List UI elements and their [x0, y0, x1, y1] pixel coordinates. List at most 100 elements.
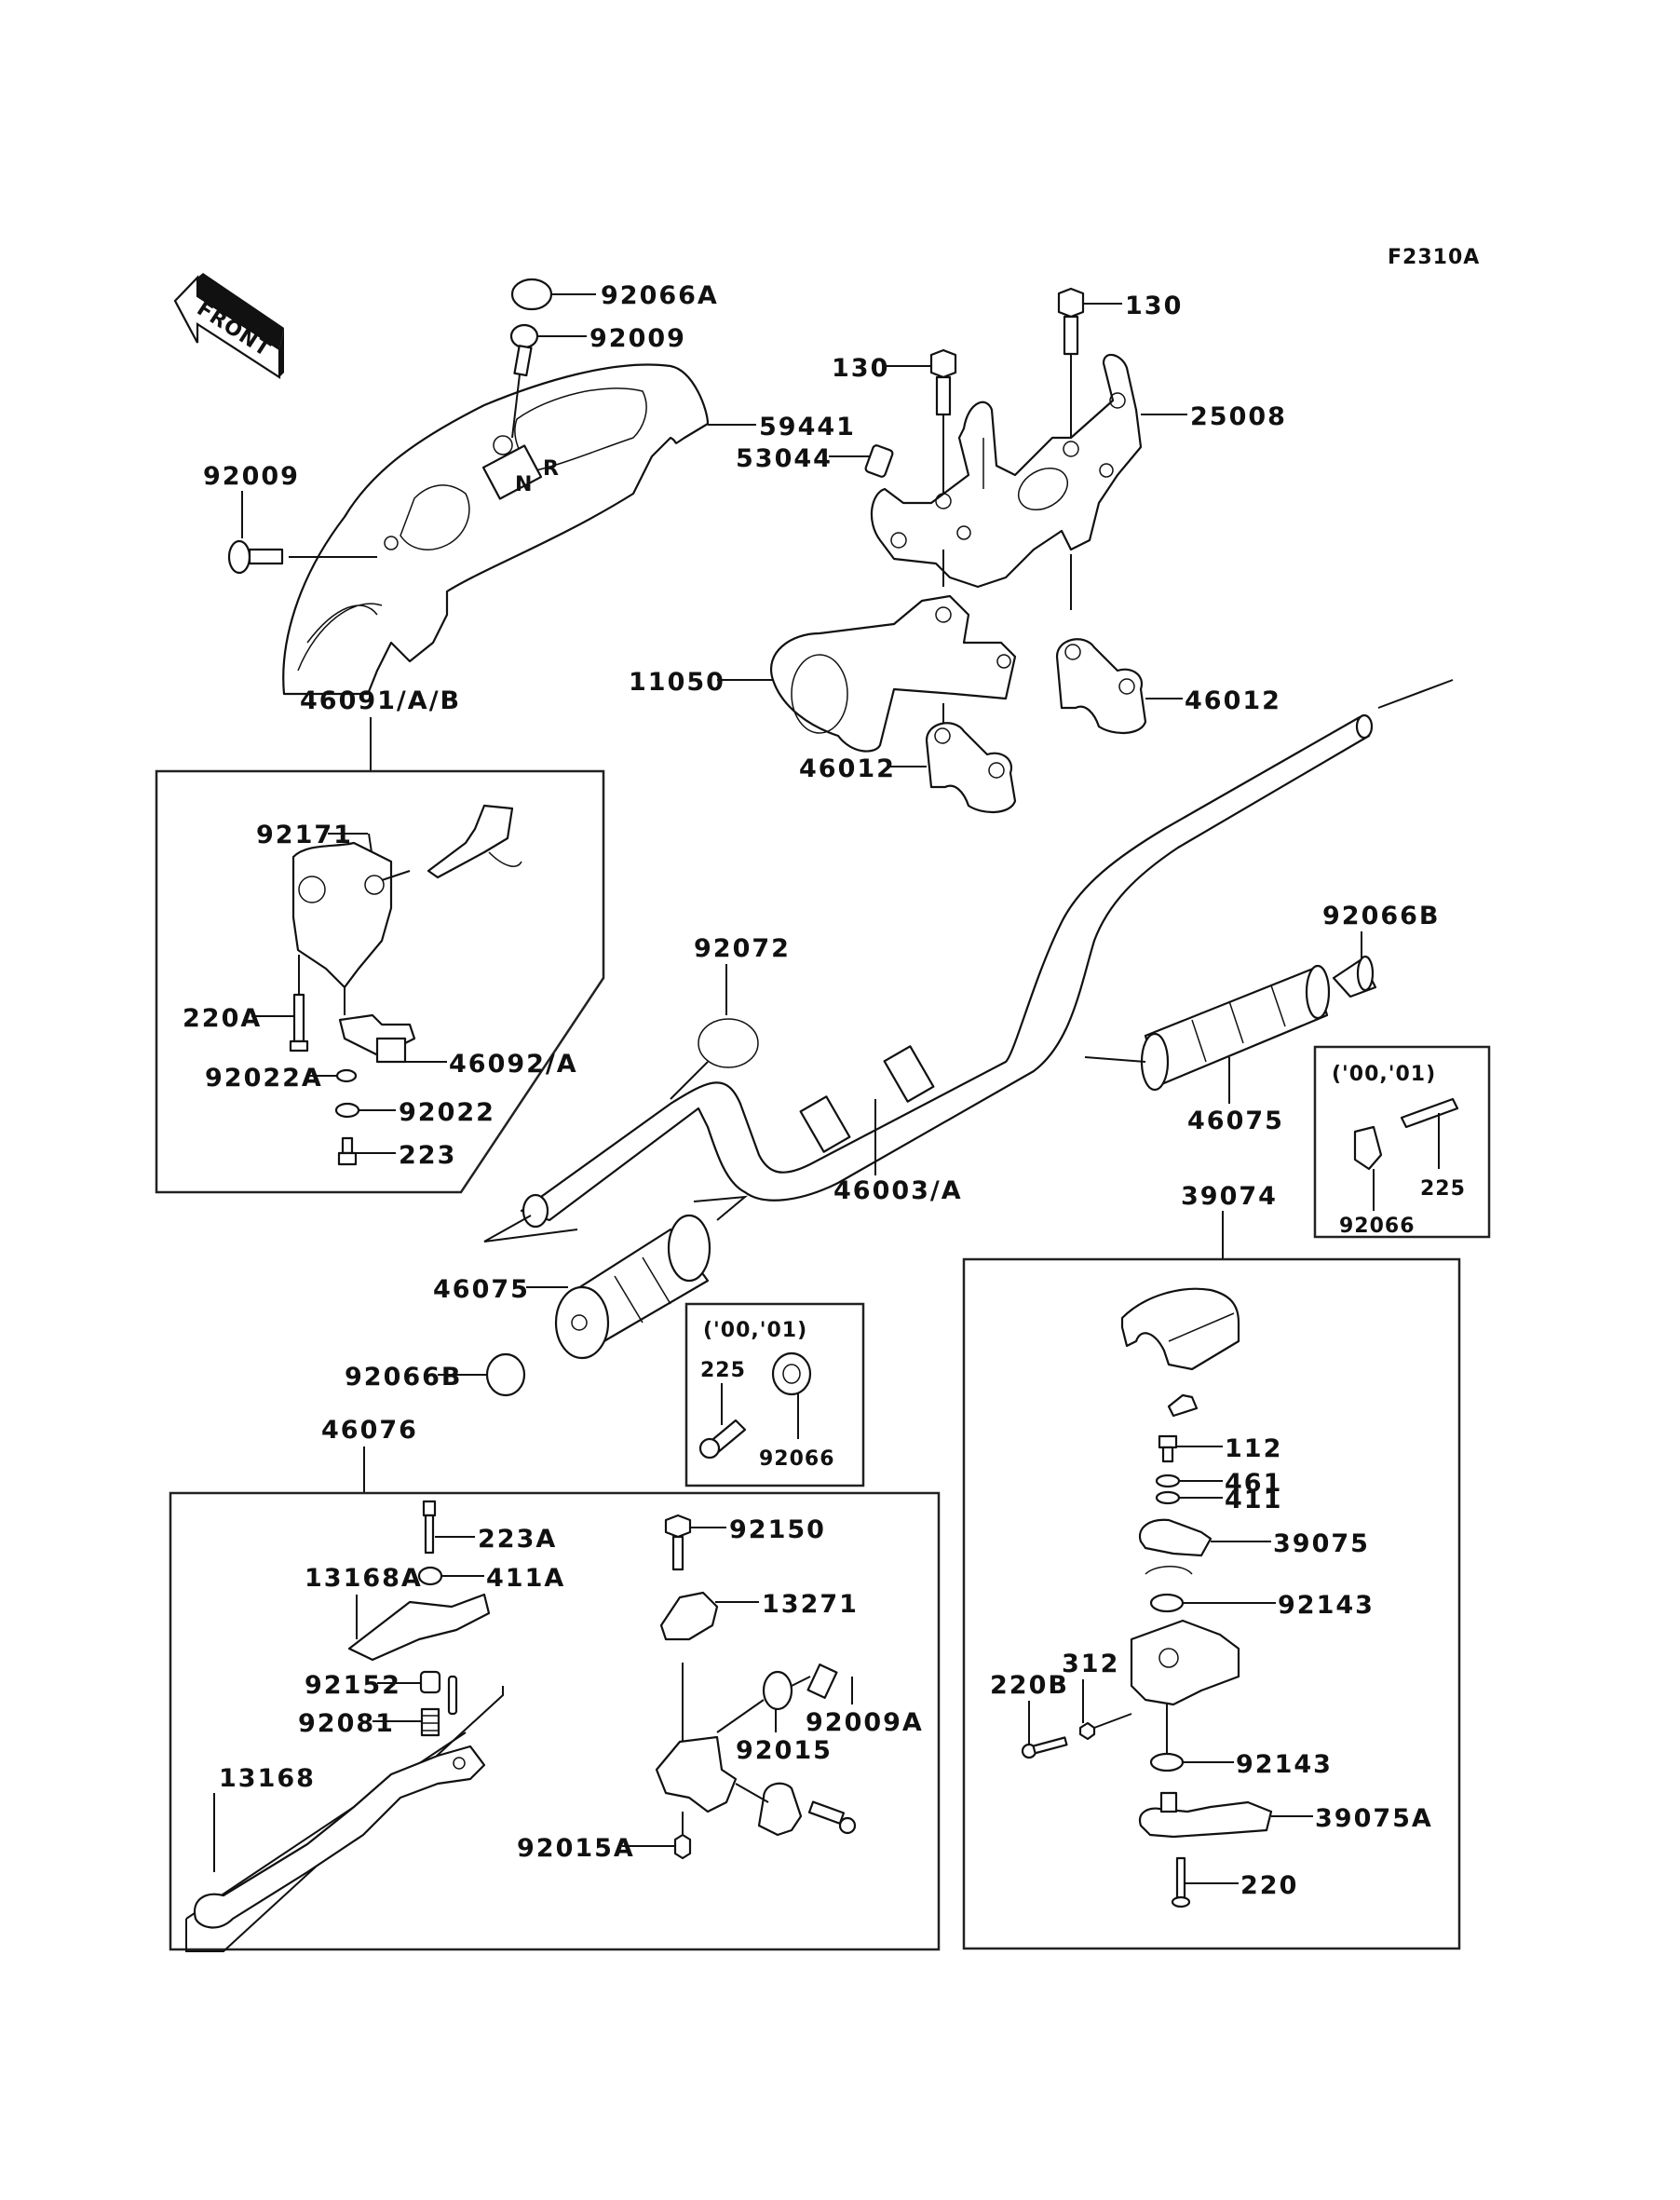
handlebar-part-46003: 46003/A	[483, 679, 1454, 1243]
label-92066B-left: 92066B	[345, 1363, 463, 1392]
clip-part	[1167, 1393, 1199, 1418]
label-92022A: 92022A	[205, 1064, 323, 1093]
lever-part-13168: 13168	[185, 1675, 504, 1952]
label-53044: 53044	[736, 444, 833, 473]
label-411: 411	[1225, 1486, 1282, 1514]
lever-part-46092: 46092/A	[338, 987, 578, 1079]
label-92171: 92171	[256, 821, 353, 849]
label-39075: 39075	[1273, 1529, 1370, 1558]
cover-part-59441: N R	[282, 363, 710, 696]
label-92009-left: 92009	[203, 462, 300, 491]
label-92081: 92081	[298, 1709, 395, 1738]
screw-part-223A: 223A	[422, 1500, 557, 1555]
screw-part-92009-left: 92009	[203, 462, 377, 575]
screw-part-92009A: 92009A	[791, 1664, 924, 1737]
label-92066B-right: 92066B	[1322, 902, 1441, 930]
bolt-part-130-top: 130	[1057, 287, 1183, 449]
nut-part-411A: 411A	[417, 1564, 563, 1593]
label-312: 312	[1062, 1650, 1119, 1678]
assembly-box-46076	[169, 1491, 941, 1951]
label-46012-left: 46012	[799, 754, 896, 783]
screw-part-92009-top: 92009	[509, 323, 684, 439]
bolt-part-92150: 92150	[664, 1514, 826, 1571]
bushing-part-92152: 92152	[305, 1670, 441, 1700]
seal-part-92143-top: 92143	[1149, 1591, 1375, 1620]
switch-housing-part	[291, 804, 522, 989]
label-130-left: 130	[832, 354, 889, 383]
washer-part-92022: 92022	[334, 1098, 495, 1127]
nut-part-92015A: 92015A	[517, 1833, 692, 1863]
label-92009A: 92009A	[806, 1708, 924, 1737]
label-92015: 92015	[736, 1736, 833, 1765]
label-92150: 92150	[729, 1515, 826, 1544]
assembly-box-46091	[155, 769, 605, 1194]
label-92066A: 92066A	[601, 281, 719, 310]
label-220B: 220B	[990, 1671, 1069, 1700]
clamp-part-92072: 92072	[670, 934, 789, 1100]
label-13168: 13168	[219, 1764, 316, 1793]
label-112: 112	[1225, 1434, 1282, 1463]
label-223A: 223A	[478, 1525, 557, 1554]
screw-part-220: 220	[1171, 1856, 1298, 1908]
label-13271: 13271	[762, 1590, 859, 1619]
label-461: 461	[1225, 1469, 1282, 1498]
label-13168A: 13168A	[305, 1564, 423, 1593]
spring-part-throttle	[1145, 1566, 1193, 1575]
label-220: 220	[1240, 1871, 1298, 1900]
cap-part-92066B-right: 92066B	[1322, 902, 1441, 998]
label-46012-right: 46012	[1185, 686, 1281, 715]
washer-part-92022A: 92022A	[205, 1064, 358, 1093]
label-92022: 92022	[399, 1098, 495, 1127]
seal-part-92143-bottom: 92143	[1149, 1750, 1333, 1779]
spring-part-92081: 92081	[298, 1707, 440, 1738]
adjuster-part-92015: 92015	[716, 1670, 833, 1765]
cap-part-92066B-left: 92066B	[345, 1352, 526, 1397]
bolt-part-112: 112	[1158, 1434, 1282, 1463]
inset-box-right: ('00,'01) 92066 225	[1313, 1045, 1491, 1239]
label-46003: 46003/A	[833, 1176, 963, 1205]
case-part-throttle	[1130, 1619, 1240, 1706]
bracket-part-25008: 25008	[870, 353, 1285, 589]
grip-part-46075-left: 46075	[433, 1195, 749, 1360]
inset-center-part-a: 225	[700, 1359, 746, 1382]
clamp-part-lever	[735, 1782, 857, 1837]
bracket-part-13271: 13271	[659, 1590, 859, 1641]
label-92143-top: 92143	[1278, 1591, 1375, 1620]
holder-part-46012-right: 46012	[1055, 638, 1281, 734]
label-223: 223	[399, 1141, 456, 1170]
label-46076: 46076	[321, 1416, 418, 1445]
label-130-top: 130	[1125, 292, 1183, 320]
figure-code: F2310A	[1388, 246, 1480, 269]
lever-holder-part	[655, 1735, 738, 1835]
screw-part-220B: 220B	[990, 1671, 1069, 1759]
front-direction-arrow-icon: FRONT	[173, 273, 284, 380]
ring-part-461: 461	[1155, 1469, 1282, 1498]
assembly-box-39074	[962, 1257, 1461, 1950]
cover-part-throttle	[1120, 1287, 1240, 1371]
label-220A: 220A	[183, 1004, 262, 1033]
lever-part-39075A: 39075A	[1138, 1791, 1431, 1839]
shift-indicator-n: N	[515, 473, 533, 496]
label-92143-bottom: 92143	[1236, 1750, 1333, 1779]
label-92015A: 92015A	[517, 1834, 635, 1863]
screw-part-220A: 220A	[183, 955, 309, 1052]
holder-part-46012-left: 46012	[799, 722, 1017, 813]
shift-indicator-r: R	[543, 457, 560, 481]
part-92171: 92171	[256, 821, 373, 853]
label-59441: 59441	[759, 413, 856, 441]
label-46091: 46091/A/B	[300, 686, 461, 715]
lever-part-13168A: 13168A	[305, 1564, 491, 1662]
nut-part-312: 312	[1062, 1650, 1132, 1741]
inset-right-part-a: 225	[1420, 1177, 1466, 1201]
label-46092: 46092/A	[449, 1050, 578, 1079]
bolt-part-223: 223	[337, 1136, 456, 1170]
bolt-part-130-left: 130	[832, 348, 957, 508]
sleeve-part-53044: 53044	[736, 444, 894, 478]
inset-center-part-b: 92066	[759, 1447, 835, 1471]
label-46075-right: 46075	[1187, 1107, 1284, 1135]
label-39074: 39074	[1181, 1182, 1278, 1211]
washer-part-411: 411	[1155, 1486, 1282, 1514]
plate-part-39075: 39075	[1138, 1518, 1370, 1558]
inset-center-title: ('00,'01)	[703, 1319, 807, 1342]
